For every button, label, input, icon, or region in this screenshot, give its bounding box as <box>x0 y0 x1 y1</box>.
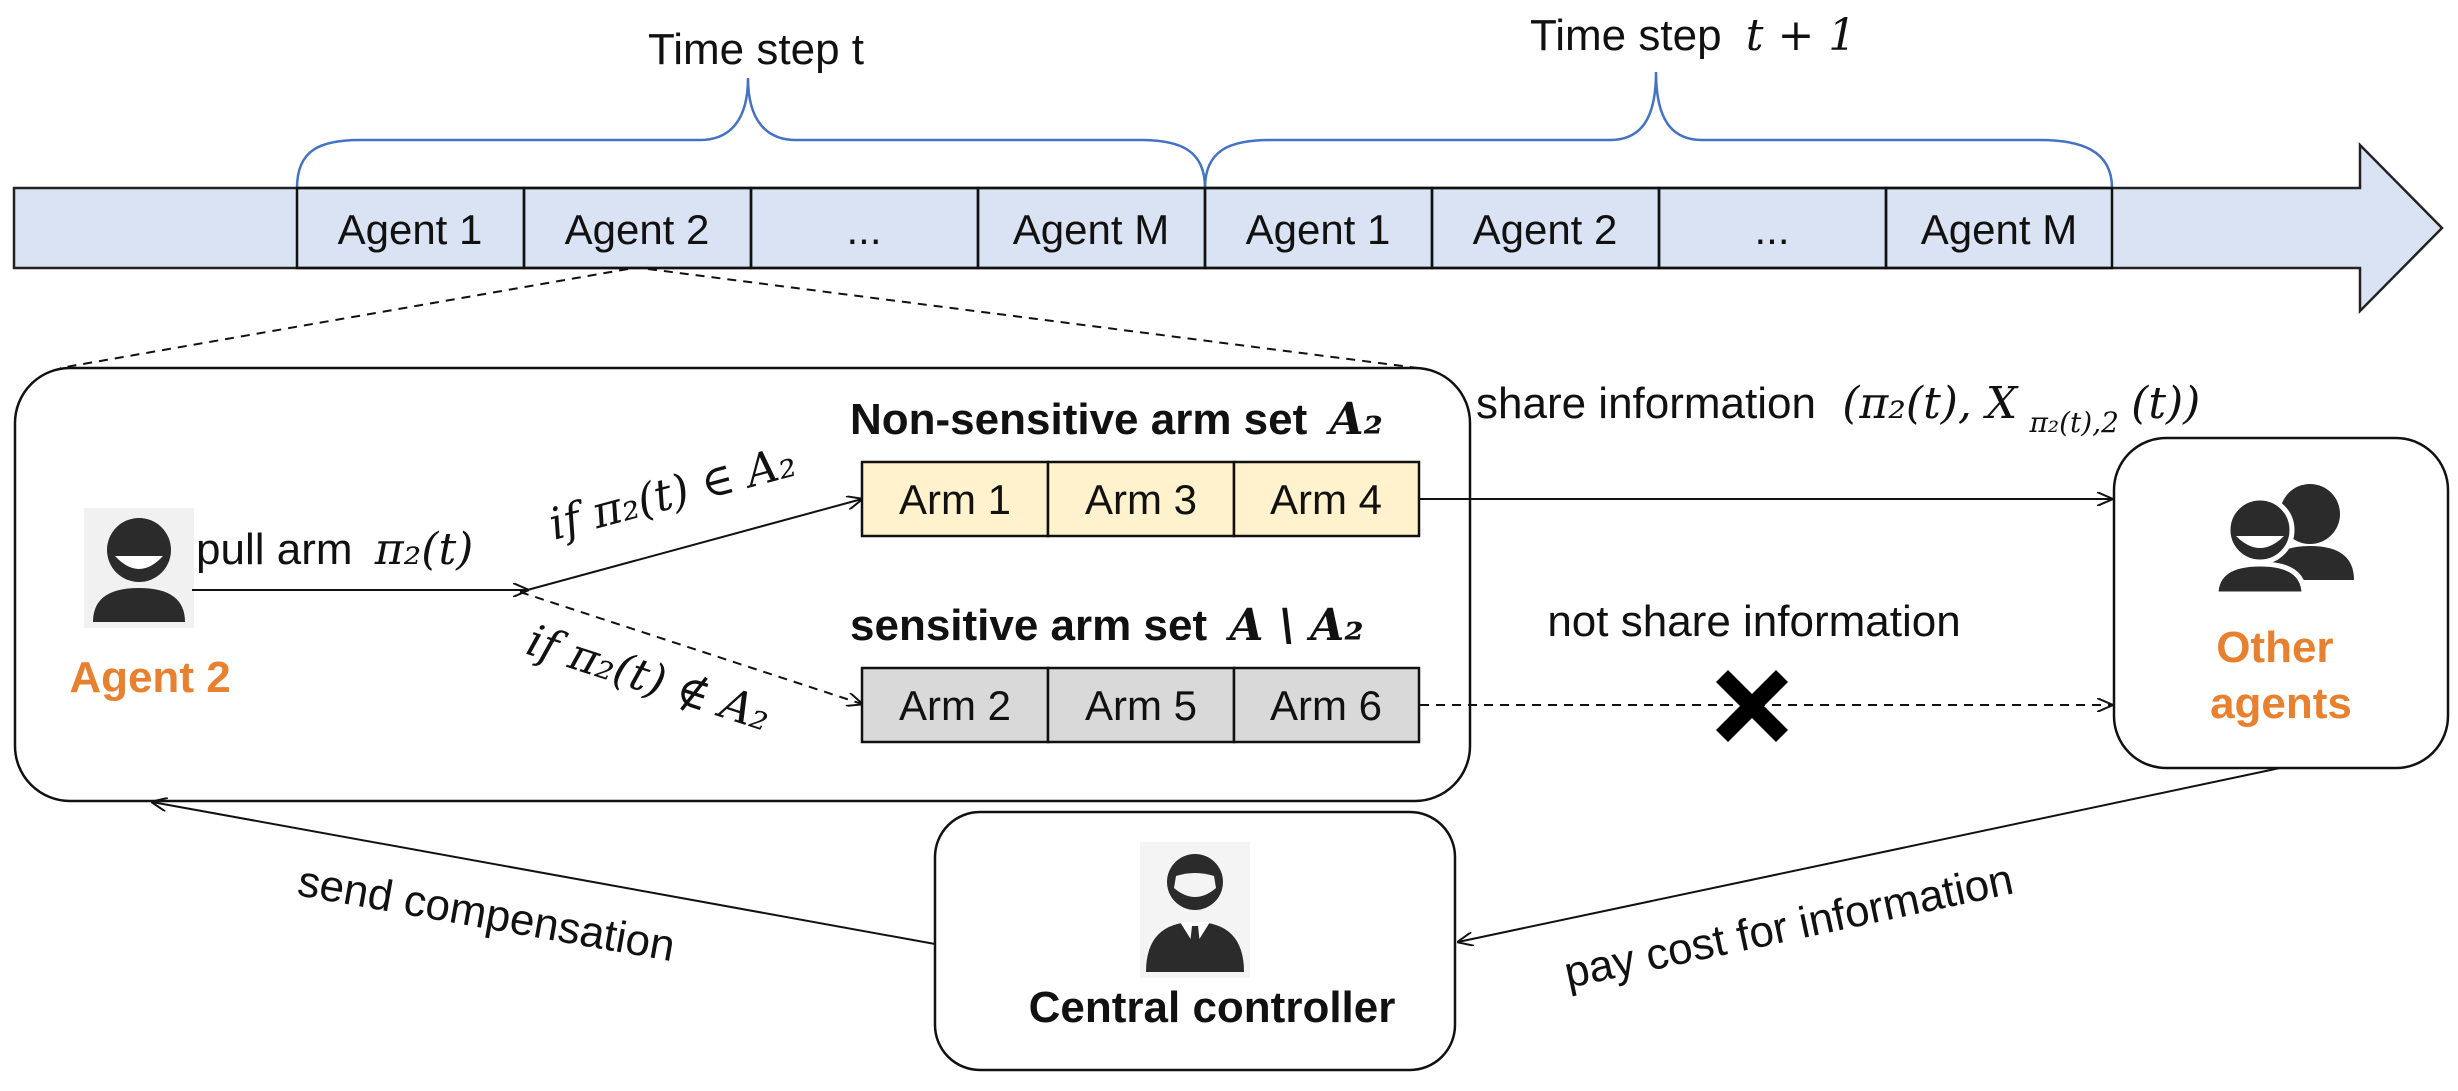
step-t1-label: Time step t + 1 <box>1530 10 1856 61</box>
step-t-label: Time step t <box>648 25 864 74</box>
other-agents-box <box>2112 436 2450 770</box>
share-info-math-tail: (t)) <box>2131 378 2200 429</box>
sensitive-arms: Arm 2 Arm 5 Arm 6 <box>860 666 1421 744</box>
send-compensation-label: send compensation <box>294 857 678 972</box>
non-sensitive-title-text: Non-sensitive arm set <box>850 395 1308 444</box>
pull-arm-label: pull arm π₂(t) <box>196 524 473 575</box>
not-share-label: not share information <box>1547 597 1960 646</box>
pull-arm-math: π₂(t) <box>374 524 474 575</box>
sensitive-title-math: A \ A₂ <box>1225 600 1363 651</box>
arm-label: Arm 2 <box>899 682 1011 729</box>
brace-step-t1 <box>1203 71 2114 189</box>
timeline-cell-label: ... <box>1754 206 1789 253</box>
other-agents-line2: agents <box>2210 679 2352 728</box>
arm-label: Arm 3 <box>1085 476 1197 523</box>
timeline-cell-label: Agent 1 <box>338 206 483 253</box>
send-compensation-arrow <box>152 802 936 945</box>
step-t1-math: t + 1 <box>1746 10 1857 61</box>
zoom-line-left <box>59 268 629 369</box>
blocked-cross-icon <box>1715 669 1789 743</box>
share-info-label: share information (π₂(t), X π₂(t),2 (t)) <box>1476 378 2200 442</box>
timeline-cell-label: Agent 2 <box>565 206 710 253</box>
pay-cost-arrow <box>1458 767 2281 942</box>
brace-step-t <box>295 77 1207 189</box>
arm-box <box>1232 666 1421 744</box>
arm-box <box>1232 460 1421 538</box>
share-info-math: (π₂(t), X <box>1842 378 2019 429</box>
timeline-cell-8 <box>1884 186 2114 270</box>
pay-cost-label: pay cost for information <box>1560 855 2018 998</box>
timeline-cells: Agent 1 Agent 2 ... Agent M Agent 1 Agen… <box>295 186 2114 270</box>
branch-to-sensitive <box>519 591 862 704</box>
non-sensitive-arms: Arm 1 Arm 3 Arm 4 <box>860 460 1421 538</box>
agent-icon <box>84 508 194 628</box>
sensitive-title: sensitive arm set A \ A₂ <box>850 600 1364 651</box>
pull-arm-text: pull arm <box>196 525 353 574</box>
timeline-cell-label: Agent 2 <box>1473 206 1618 253</box>
non-sensitive-title: Non-sensitive arm set A₂ <box>850 394 1383 445</box>
agent-label: Agent 2 <box>69 653 230 702</box>
arm-box <box>860 666 1050 744</box>
arm-label: Arm 1 <box>899 476 1011 523</box>
controller-label: Central controller <box>1029 983 1396 1032</box>
arm-label: Arm 5 <box>1085 682 1197 729</box>
share-info-text: share information <box>1476 379 1816 428</box>
step-t1-text: Time step <box>1530 11 1722 60</box>
timeline-cell-label: Agent M <box>1921 206 2077 253</box>
timeline-cell-label: Agent 1 <box>1246 206 1391 253</box>
zoom-line-right <box>647 268 1419 369</box>
other-agents-icon <box>2213 484 2354 597</box>
arm-box <box>860 460 1050 538</box>
share-info-math-sub: π₂(t),2 <box>2028 406 2118 439</box>
arm-label: Arm 4 <box>1270 476 1382 523</box>
arm-label: Arm 6 <box>1270 682 1382 729</box>
other-agents-line1: Other <box>2216 623 2333 672</box>
sensitive-title-text: sensitive arm set <box>850 601 1207 650</box>
other-agents-label: Other agents <box>2210 623 2352 728</box>
timeline-cell-label: Agent M <box>1013 206 1169 253</box>
non-sensitive-title-math: A₂ <box>1326 394 1383 445</box>
controller-icon <box>1140 842 1250 978</box>
branch-to-non-sensitive <box>519 499 862 593</box>
timeline-cell-label: ... <box>846 206 881 253</box>
